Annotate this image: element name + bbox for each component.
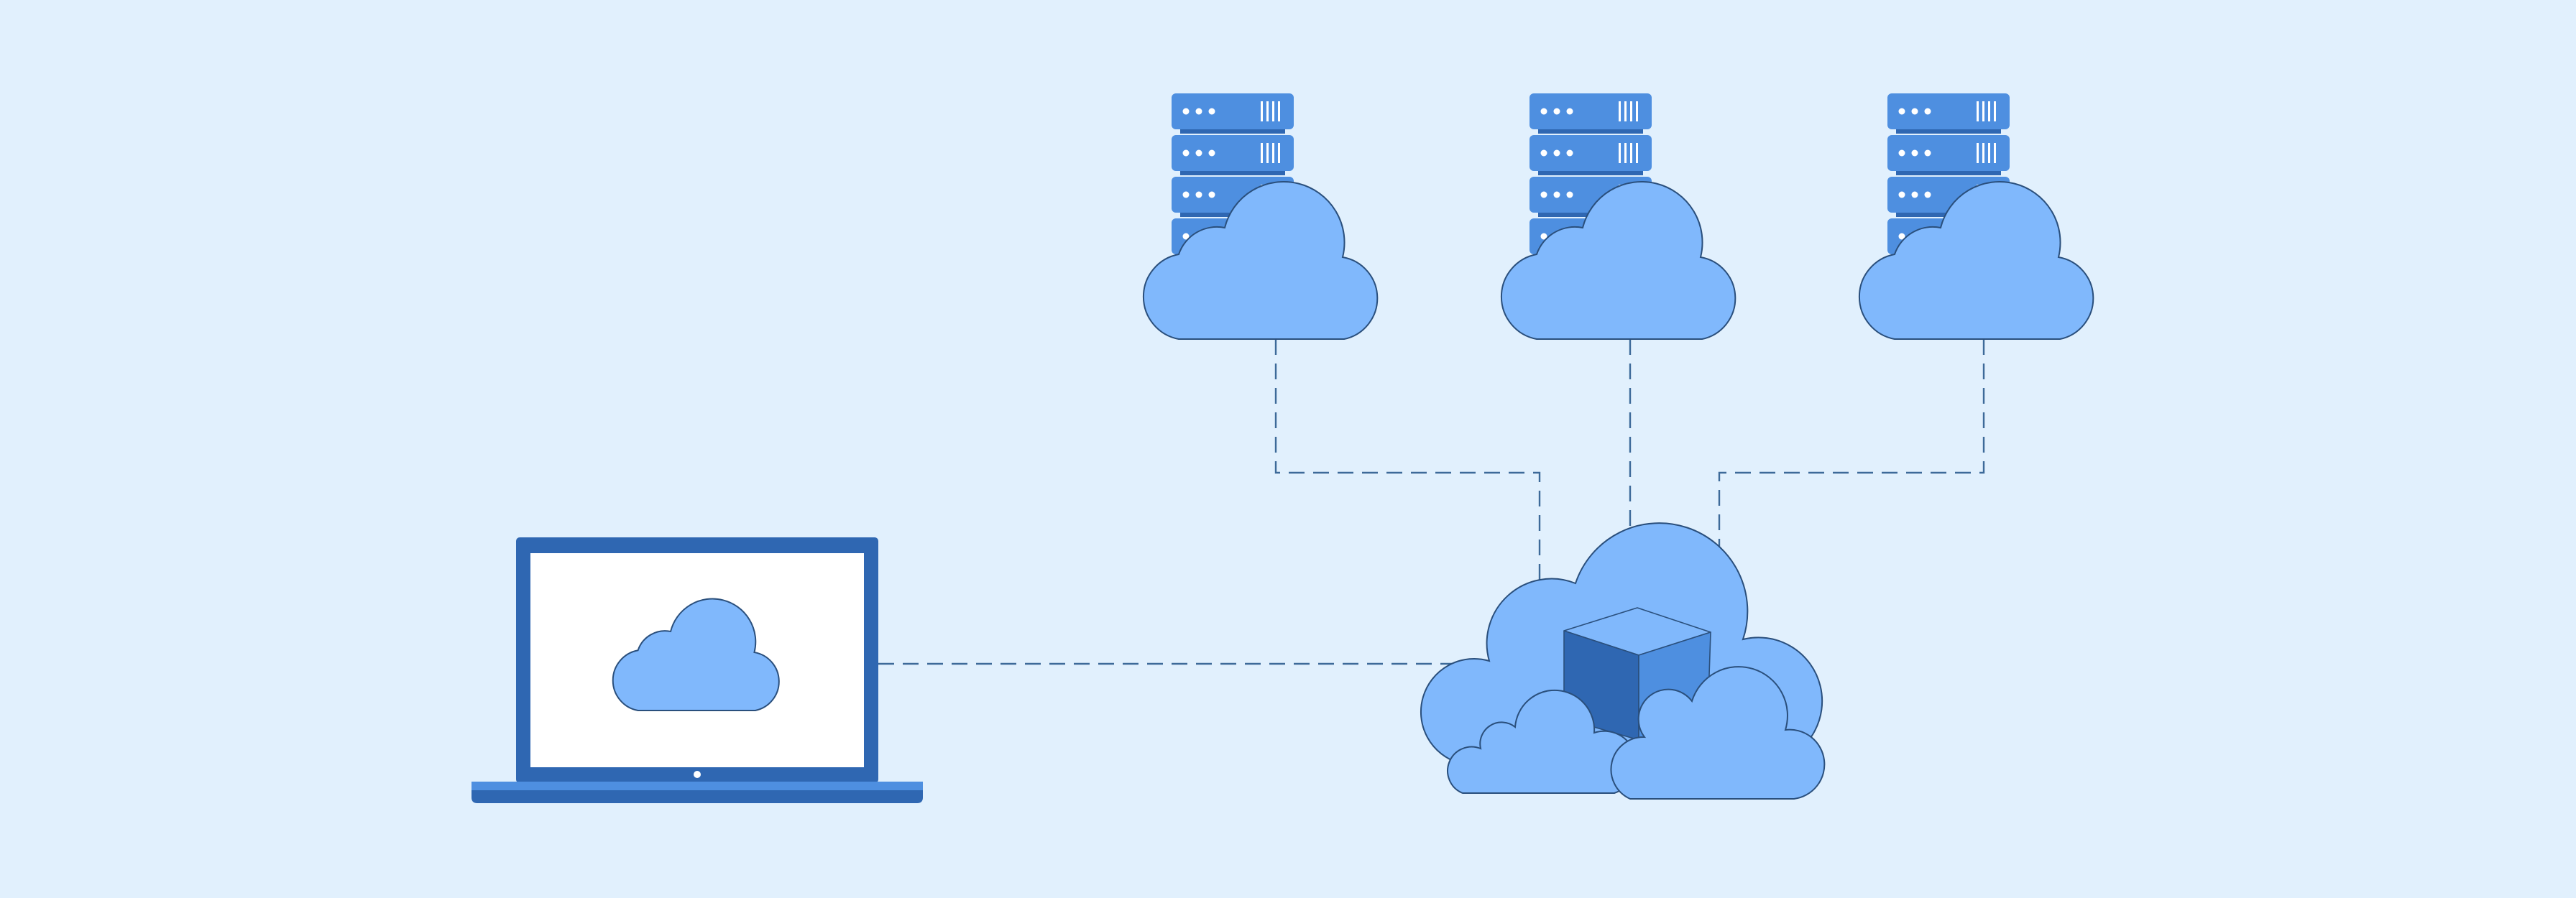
connector-server-3-to-central: [1718, 339, 1985, 568]
connector-lines: [878, 339, 1985, 665]
server-cloud-1: [1142, 93, 1379, 340]
laptop: [472, 537, 923, 803]
connector-server-1-to-central: [1274, 339, 1541, 580]
server-cloud-3: [1858, 93, 2094, 340]
cloud-icon: [1610, 665, 1826, 800]
laptop-camera: [694, 771, 701, 778]
central-cloud: [1420, 522, 1826, 800]
server-cloud-2: [1500, 93, 1736, 340]
